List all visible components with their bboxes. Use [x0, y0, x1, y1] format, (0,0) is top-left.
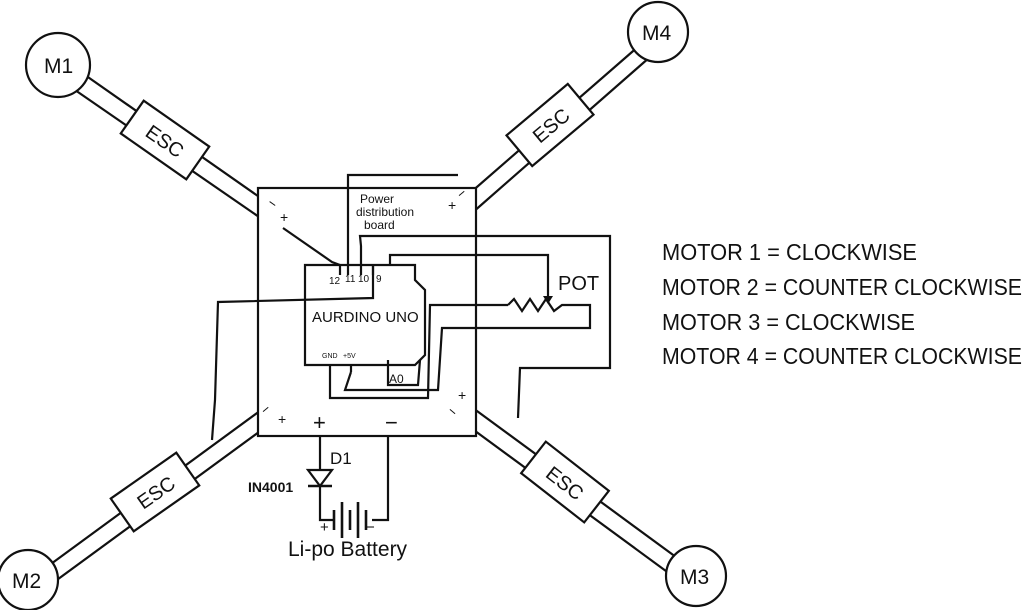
pin-10-label: 10: [358, 274, 370, 285]
motor-m4: M4: [626, 0, 690, 64]
esc-m1: ESC: [119, 99, 211, 181]
motor-m3: M3: [664, 544, 728, 608]
motor-m3-label: M3: [680, 566, 709, 589]
motor-m1: M1: [24, 31, 92, 99]
diode-label: D1: [330, 449, 352, 468]
esc-m3: ESC: [519, 440, 611, 524]
m4-signal-wire: [346, 173, 458, 265]
lipo-battery: [332, 502, 368, 538]
m2-signal-wire: [210, 265, 375, 441]
pin-9-label: 9: [376, 274, 382, 285]
motor-direction-legend: MOTOR 1 = CLOCKWISE MOTOR 2 = COUNTER CL…: [662, 239, 1022, 369]
arduino-uno-board: [303, 263, 427, 367]
legend-line-1: MOTOR 1 = CLOCKWISE: [662, 239, 917, 265]
pin-gnd-label: GND: [322, 353, 338, 360]
arduino-label: AURDINO UNO: [312, 309, 419, 326]
pdb-plus-terminal: +: [313, 410, 326, 435]
pot-resistor: [343, 297, 592, 392]
pdb-label-line2: distribution: [356, 205, 414, 219]
pin-11-label: 11: [345, 274, 356, 285]
battery-negative-wire: [372, 436, 390, 522]
pin-a0-label: A0: [389, 372, 404, 386]
m2-esc-plus-terminal: +: [278, 411, 286, 427]
pdb-label-line1: Power: [360, 192, 394, 206]
battery-minus: −: [366, 519, 375, 536]
esc-m2: ESC: [109, 451, 201, 533]
motor-m4-label: M4: [642, 22, 671, 45]
pdb-label-line3: board: [364, 218, 395, 232]
motor-m2: M2: [0, 548, 60, 610]
battery-plus: +: [320, 519, 329, 536]
esc-m4: ESC: [504, 82, 596, 168]
motor-m2-label: M2: [12, 570, 41, 593]
motor-m1-label: M1: [44, 55, 73, 78]
m3-esc-plus-terminal: +: [458, 387, 466, 403]
battery-label: Li-po Battery: [288, 538, 408, 561]
pot-label: POT: [558, 273, 599, 295]
pot-ground-wire: [328, 303, 508, 400]
pin-5v-label: +5V: [343, 353, 356, 360]
legend-line-4: MOTOR 4 = COUNTER CLOCKWISE: [662, 343, 1022, 369]
legend-line-3: MOTOR 3 = CLOCKWISE: [662, 309, 915, 335]
pin-12-label: 12: [329, 276, 341, 287]
legend-line-2: MOTOR 2 = COUNTER CLOCKWISE: [662, 274, 1022, 300]
battery-positive-wire: [318, 508, 334, 522]
pot-supply-wire: [388, 253, 550, 292]
m1-esc-plus-terminal: +: [280, 209, 288, 225]
pot-wiper-arrow: [543, 296, 553, 304]
diode-part-label: IN4001: [248, 479, 293, 495]
a0-wire: [386, 359, 422, 387]
diode-d1: [305, 468, 335, 488]
pdb-minus-terminal: −: [385, 410, 398, 435]
m1-signal-wire: [282, 227, 341, 267]
m3-signal-wire: [358, 234, 612, 419]
m4-esc-plus-terminal: +: [448, 197, 456, 213]
